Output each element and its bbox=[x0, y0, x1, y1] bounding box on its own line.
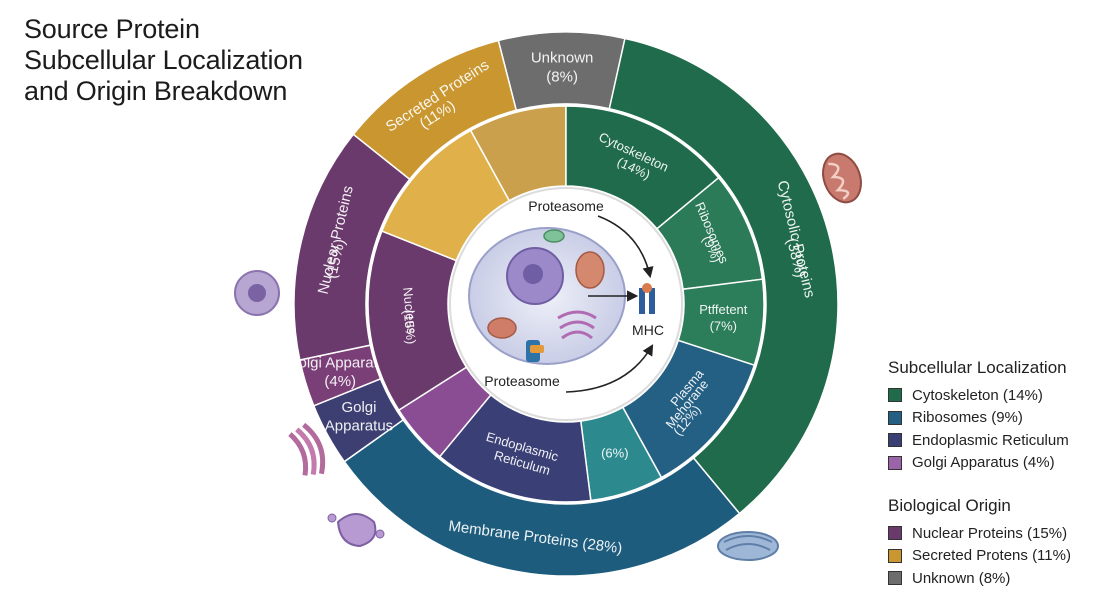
segment-label-six-label: (6%) bbox=[601, 446, 628, 461]
segment-label-golgi-label: Golgi bbox=[341, 399, 376, 416]
title-line-3: and Origin Breakdown bbox=[24, 76, 288, 106]
er-icon bbox=[717, 531, 779, 561]
segment-label-unknown-pct: (8%) bbox=[546, 68, 578, 85]
legend-origin-heading: Biological Origin bbox=[888, 496, 1011, 515]
legend-localization-heading: Subcellular Localization bbox=[888, 358, 1067, 377]
legend-swatch bbox=[888, 433, 902, 448]
mitochondrion-icon bbox=[822, 152, 862, 204]
segment-label-unknown-label: Unknown bbox=[531, 50, 594, 67]
cell-icon bbox=[234, 270, 280, 316]
legend-label: Secreted Protens (11%) bbox=[912, 547, 1071, 565]
legend-item: Golgi Apparatus (4%) bbox=[888, 452, 1069, 475]
proteasome-icon bbox=[526, 340, 544, 362]
segment-label-golgi-pct: Apparatus bbox=[325, 418, 393, 435]
segment-label-golgi-small-pct: (4%) bbox=[324, 373, 356, 390]
cell-illustration bbox=[468, 227, 626, 365]
segment-secreted-inner bbox=[380, 129, 511, 262]
legend-item: Nuclear Proteins (15%) bbox=[888, 522, 1071, 545]
golgi-icon bbox=[288, 422, 326, 476]
segment-secreted bbox=[352, 39, 518, 181]
legend-item: Ribosomes (9%) bbox=[888, 407, 1069, 430]
legend-localization: Subcellular Localization Cytoskeleton (1… bbox=[888, 358, 1069, 474]
segment-label-ptffetent-pct: (7%) bbox=[710, 318, 737, 333]
arrow-bottom-to-mhc bbox=[565, 344, 654, 393]
legend-item: Secreted Protens (11%) bbox=[888, 545, 1071, 568]
legend-label: Ribosomes (9%) bbox=[912, 409, 1023, 427]
legend-item: Cytoskeleton (14%) bbox=[888, 384, 1069, 407]
page-title: Source Protein Subcellular Localization … bbox=[24, 14, 354, 107]
legend-swatch bbox=[888, 548, 902, 563]
legend-item: Unknown (8%) bbox=[888, 567, 1071, 590]
legend-label: Endoplasmic Reticulum bbox=[912, 431, 1069, 449]
segment-label-nucleus-pct: (15%) bbox=[401, 309, 419, 345]
segment-label-golgi-small-label: Golgi Apparatus bbox=[287, 354, 394, 371]
legend-label: Golgi Apparatus (4%) bbox=[912, 454, 1055, 472]
legend-label: Nuclear Proteins (15%) bbox=[912, 524, 1068, 542]
segment-membrane bbox=[343, 418, 741, 577]
segment-label-ptffetent-label: Ptffetent bbox=[699, 302, 748, 317]
proteasome-top-label: Proteasome bbox=[528, 198, 604, 214]
legend-swatch bbox=[888, 388, 902, 403]
inner-ring: Cytoskeleton(14%)Ribosomes(9%)Ptffetent(… bbox=[367, 105, 765, 503]
legend-swatch bbox=[888, 526, 902, 541]
legend-swatch bbox=[888, 571, 902, 586]
legend-swatch bbox=[888, 455, 902, 470]
legend-label: Cytoskeleton (14%) bbox=[912, 386, 1043, 404]
title-line-2: Subcellular Localization bbox=[24, 45, 303, 75]
arrow-proteasome-to-mhc bbox=[597, 215, 654, 279]
segment-label-nucleus-label: Nucleus bbox=[400, 287, 419, 336]
proteasome-bottom-label: Proteasome bbox=[484, 373, 560, 389]
mhc-label: MHC bbox=[632, 322, 664, 338]
title-line-1: Source Protein bbox=[24, 14, 200, 44]
segment-cytosolic bbox=[608, 37, 839, 515]
legend-label: Unknown (8%) bbox=[912, 569, 1011, 587]
legend-item: Endoplasmic Reticulum bbox=[888, 429, 1069, 452]
mhc-icon bbox=[639, 283, 655, 314]
legend-swatch bbox=[888, 410, 902, 425]
vesicle-icon bbox=[327, 513, 385, 548]
legend-origin: Biological Origin Nuclear Proteins (15%)… bbox=[888, 496, 1071, 590]
